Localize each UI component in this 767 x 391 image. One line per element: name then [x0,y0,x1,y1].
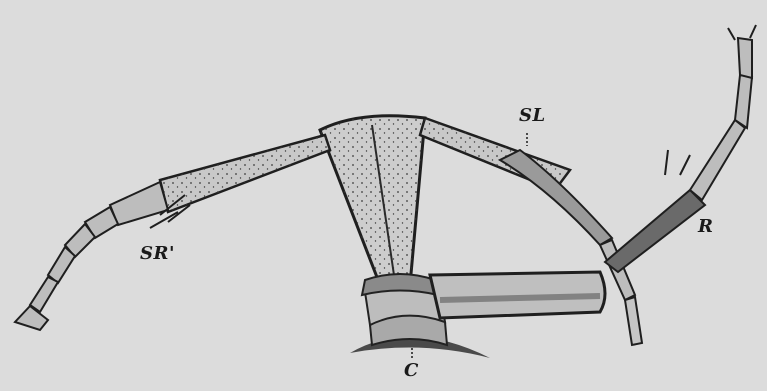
central-segment [320,116,438,295]
label-c: C [404,360,419,381]
label-r: R [698,216,713,237]
leg-sr-prime [15,135,330,330]
horizontal-segment [430,272,605,318]
label-sr-prime: SR' [140,243,175,264]
label-sl: SL [519,105,546,126]
leg-r [605,25,756,272]
